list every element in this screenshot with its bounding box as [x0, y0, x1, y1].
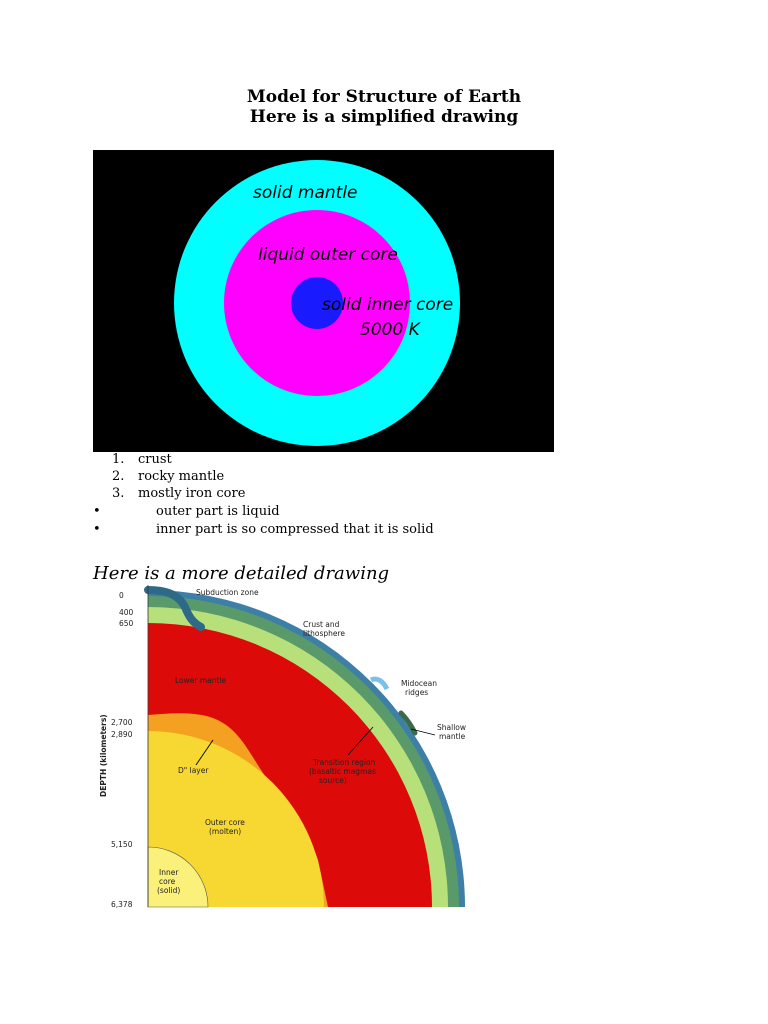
crust-label: lithosphere	[303, 629, 345, 638]
bullet-text: outer part is liquid	[156, 504, 280, 519]
detailed-earth-diagram: DEPTH (kilometers) 0 400 650 2,700 2,890…	[93, 585, 478, 910]
list-item: 3. mostly iron core	[112, 486, 245, 501]
list-number: 1.	[112, 452, 125, 467]
bullet-text: inner part is so compressed that it is s…	[156, 522, 434, 537]
depth-tick-label: 5,150	[111, 840, 133, 849]
detail-heading: Here is a more detailed drawing	[93, 563, 390, 584]
shallow-mantle-label: mantle	[439, 732, 466, 741]
page-title: Model for Structure of Earth	[246, 87, 522, 107]
depth-tick-label: 6,378	[111, 900, 133, 909]
solid-inner-core-label: solid inner core	[322, 295, 453, 315]
inner-core-circle	[291, 277, 343, 329]
midocean-label: Midocean	[401, 679, 437, 688]
lower-mantle-label: Lower mantle	[175, 676, 227, 685]
depth-tick-label: 400	[119, 608, 134, 617]
midocean-ridge	[369, 676, 390, 691]
list-text: rocky mantle	[138, 469, 225, 484]
depth-tick-label: 0	[119, 591, 124, 600]
simplified-earth-diagram: solid mantle liquid outer core solid inn…	[93, 150, 554, 452]
list-item: 2. rocky mantle	[112, 469, 224, 484]
subduction-label: Subduction zone	[196, 588, 259, 597]
outer-core-label: Outer core	[205, 818, 245, 827]
shallow-mantle-pointer	[410, 728, 436, 736]
liquid-outer-core-label: liquid outer core	[258, 245, 398, 265]
temperature-label: 5000 K	[360, 320, 422, 340]
list-number: 2.	[112, 469, 125, 484]
solid-mantle-label: solid mantle	[253, 183, 358, 203]
list-item: 1. crust	[112, 452, 172, 467]
bullet-item: • inner part is so compressed that it is …	[93, 522, 434, 537]
transition-label: source)	[319, 776, 347, 785]
outer-core-label: (molten)	[209, 827, 241, 836]
inner-core-label: Inner	[159, 868, 179, 877]
d-layer-pointer	[195, 739, 214, 766]
transition-label: Transition region	[312, 758, 376, 767]
inner-core-label: core	[159, 877, 176, 886]
transition-slab	[398, 710, 418, 736]
depth-tick-label: 2,890	[111, 730, 133, 739]
bullet-mark: •	[93, 522, 101, 537]
depth-axis-label: DEPTH (kilometers)	[99, 714, 108, 797]
page-subtitle: Here is a simplified drawing	[249, 107, 519, 127]
crust-label: Crust and	[303, 620, 340, 629]
list-text: crust	[138, 452, 172, 467]
shallow-mantle-label: Shallow	[437, 723, 466, 732]
midocean-label: ridges	[405, 688, 428, 697]
transition-pointer	[347, 726, 374, 756]
inner-core-label: (solid)	[157, 886, 180, 895]
outer-core-layer	[148, 731, 324, 907]
list-text: mostly iron core	[138, 486, 246, 501]
bullet-item: • outer part is liquid	[93, 504, 280, 519]
list-number: 3.	[112, 486, 125, 501]
transition-label: (basaltic magmas	[309, 767, 376, 776]
bullet-mark: •	[93, 504, 101, 519]
subduction-slab	[144, 586, 205, 631]
d-layer-label: D" layer	[178, 766, 209, 775]
depth-tick-label: 2,700	[111, 718, 133, 727]
inner-core-layer	[147, 846, 209, 908]
depth-tick-label: 650	[119, 619, 134, 628]
